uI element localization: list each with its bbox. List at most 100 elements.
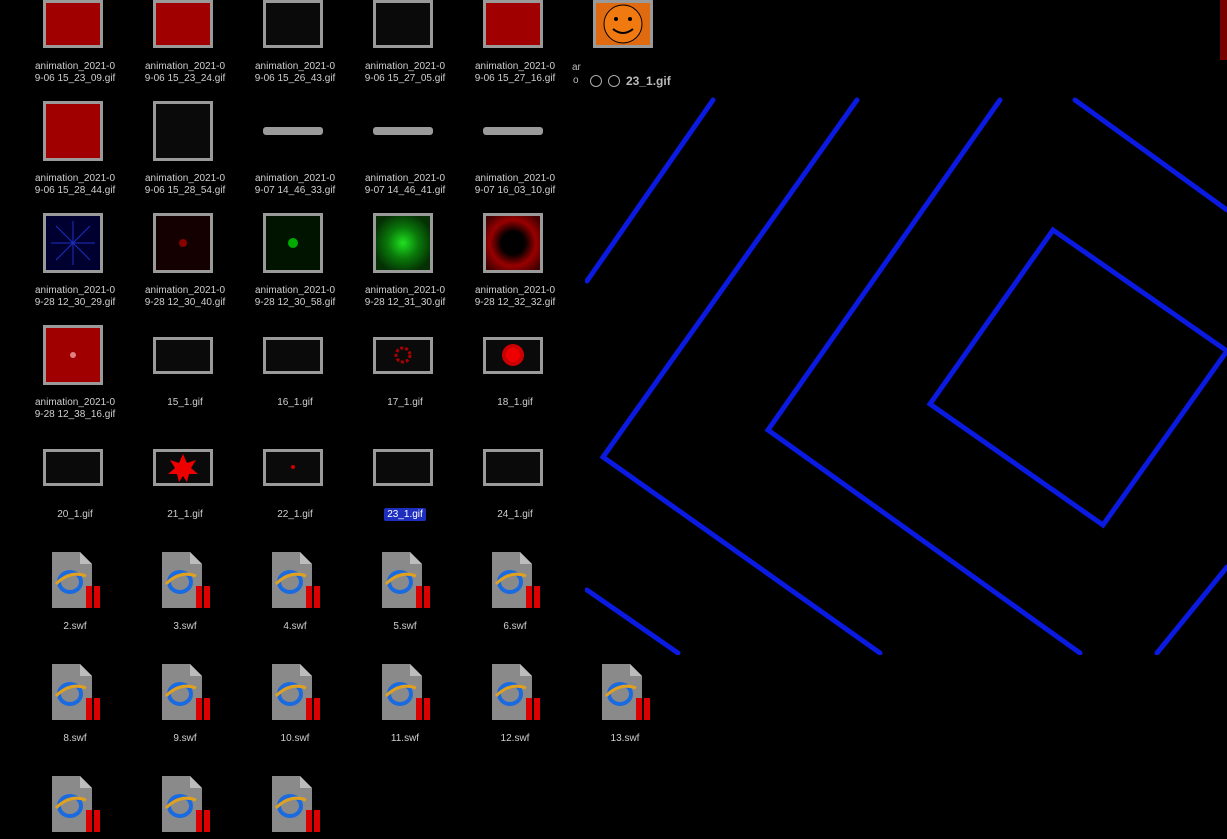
thumb-r4c2[interactable] — [153, 337, 213, 374]
swf-file-label[interactable]: 10.swf — [280, 733, 310, 744]
file-label-line: animation_2021-0 — [364, 285, 446, 296]
minimize-circle-icon[interactable] — [608, 75, 620, 87]
swf-file-label[interactable]: 6.swf — [503, 621, 527, 632]
swf-file-label[interactable]: 12.swf — [500, 733, 530, 744]
file-label-selected[interactable]: 23_1.gif — [350, 508, 460, 521]
inner-square — [926, 226, 1227, 529]
right-edge-red-marker — [1220, 0, 1227, 60]
thumb-r1c4[interactable] — [373, 0, 433, 48]
file-label[interactable]: 21_1.gif — [167, 509, 203, 520]
swf-file-label[interactable]: 2.swf — [63, 621, 87, 632]
thumb-r2c1[interactable] — [43, 101, 103, 161]
thumb-r1c2[interactable] — [153, 0, 213, 48]
swf-file-label[interactable]: 8.swf — [63, 733, 87, 744]
file-label-line: 18_1.gif — [497, 397, 533, 408]
swf-file-label[interactable]: 5.swf — [393, 621, 417, 632]
line-top-left — [585, 97, 716, 284]
thumb-r3c1[interactable] — [43, 213, 103, 273]
file-label-line: 15_1.gif — [167, 397, 203, 408]
file-label-line: 9-06 15_28_44.gif — [34, 185, 116, 196]
file-label-line: 9-06 15_27_05.gif — [364, 73, 446, 84]
thumb-r4c1[interactable] — [43, 325, 103, 385]
thumb-r2c3[interactable] — [263, 127, 323, 135]
file-label-line: 9-06 15_23_24.gif — [144, 73, 226, 84]
swf-file-icon[interactable] — [380, 550, 430, 608]
green-spark-icon — [288, 238, 298, 248]
thumb-r5c4[interactable] — [373, 449, 433, 486]
file-label-line: 9-06 15_27_16.gif — [474, 73, 556, 84]
file-label[interactable]: 17_1.gif — [350, 397, 460, 409]
line-bottom-left — [585, 587, 681, 655]
swf-file-icon[interactable] — [160, 774, 210, 832]
thumb-r4c5[interactable] — [483, 337, 543, 374]
thumb-r2c5[interactable] — [483, 127, 543, 135]
thumb-r5c5[interactable] — [483, 449, 543, 486]
thumb-r2c4[interactable] — [373, 127, 433, 135]
swf-file-label[interactable]: 3.swf — [173, 621, 197, 632]
swf-file-icon[interactable] — [160, 550, 210, 608]
thumb-r3c4[interactable] — [373, 213, 433, 273]
thumb-r1c3[interactable] — [263, 0, 323, 48]
swf-file-icon[interactable] — [270, 662, 320, 720]
thumb-r1c5[interactable] — [483, 0, 543, 48]
file-label[interactable]: 16_1.gif — [240, 397, 350, 409]
file-label[interactable]: 22_1.gif — [277, 509, 313, 520]
thumb-r5c1[interactable] — [43, 449, 103, 486]
file-label-line: animation_2021-0 — [144, 173, 226, 184]
red-dot-icon — [179, 239, 187, 247]
swf-file-icon[interactable] — [490, 550, 540, 608]
thumb-r4c3[interactable] — [263, 337, 323, 374]
swf-file-icon[interactable] — [50, 662, 100, 720]
thumb-r4c4[interactable] — [373, 337, 433, 374]
swf-file-label[interactable]: 11.swf — [390, 733, 420, 744]
close-circle-icon[interactable] — [590, 75, 602, 87]
dot-icon — [70, 352, 76, 358]
thumb-r1c1[interactable] — [43, 0, 103, 48]
thumb-r3c3[interactable] — [263, 213, 323, 273]
swf-file-label[interactable]: 9.swf — [173, 733, 197, 744]
swf-file-icon[interactable] — [600, 662, 650, 720]
swf-file-icon[interactable] — [270, 774, 320, 832]
swf-file-icon[interactable] — [380, 662, 430, 720]
swf-file-icon[interactable] — [490, 662, 540, 720]
blue-burst-icon — [51, 221, 95, 265]
file-label-line: animation_2021-0 — [254, 61, 336, 72]
thumb-r2c2[interactable] — [153, 101, 213, 161]
swf-file-icon[interactable] — [50, 550, 100, 608]
swf-file-icon[interactable] — [270, 550, 320, 608]
thumb-r5c3[interactable] — [263, 449, 323, 486]
file-label[interactable]: 18_1.gif — [460, 397, 570, 409]
file-label[interactable]: 15_1.gif — [130, 397, 240, 409]
thumb-r5c2[interactable] — [153, 449, 213, 486]
preview-partial-label-top: ar — [572, 62, 581, 73]
file-label-line: 9-07 14_46_33.gif — [254, 185, 336, 196]
swf-file-icon[interactable] — [50, 774, 100, 832]
swf-file-label[interactable]: 4.swf — [283, 621, 307, 632]
file-label-line: 17_1.gif — [387, 397, 423, 408]
thumb-r3c5[interactable] — [483, 213, 543, 273]
thumb-r3c2[interactable] — [153, 213, 213, 273]
swf-file-icon[interactable] — [160, 662, 210, 720]
file-label-line: animation_2021-0 — [34, 285, 116, 296]
smiley-thumbnail[interactable] — [593, 0, 653, 48]
file-label[interactable]: 20_1.gif — [57, 509, 93, 520]
red-gear-icon — [394, 346, 412, 364]
file-label[interactable]: 24_1.gif — [497, 509, 533, 520]
swf-file-label[interactable]: 13.swf — [610, 733, 640, 744]
